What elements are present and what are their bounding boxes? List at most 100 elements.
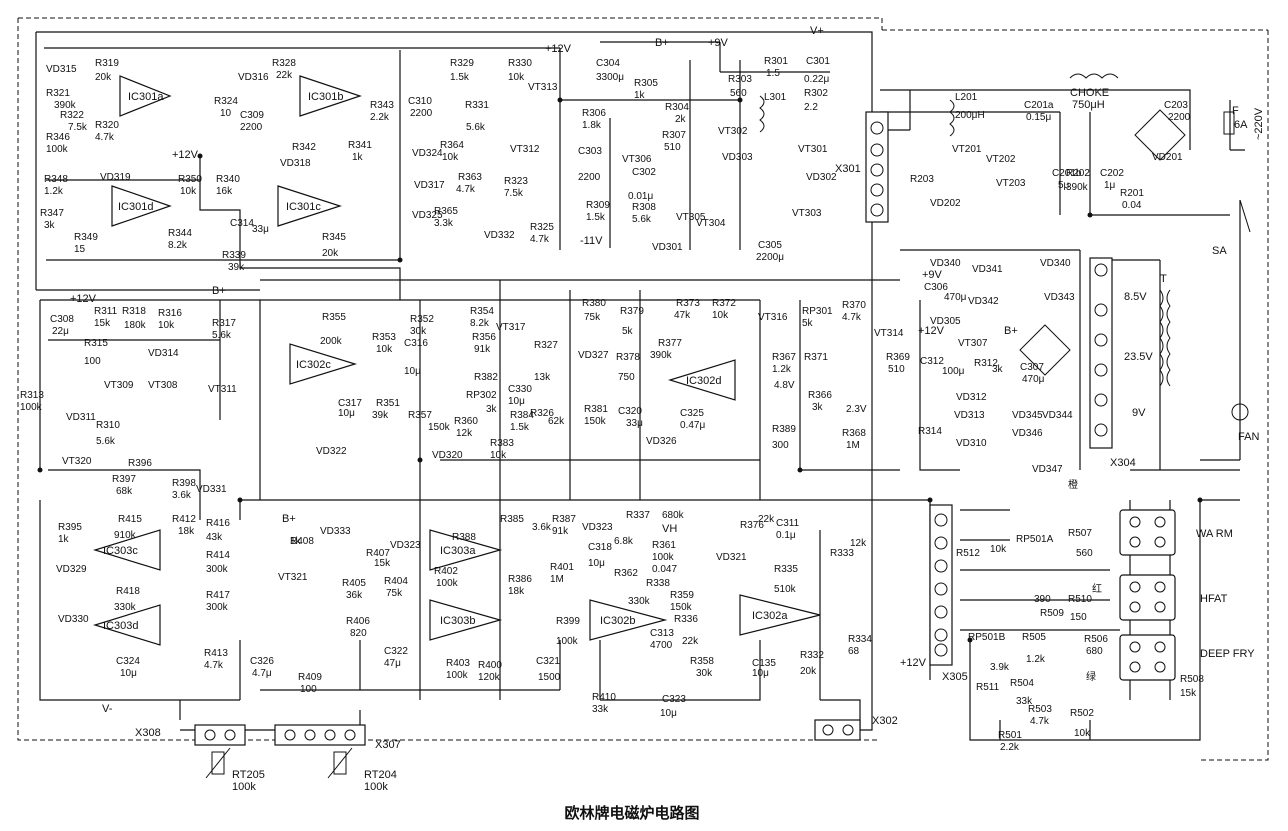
rail-vminus: V- — [102, 703, 113, 715]
component-label-r389: R389 — [772, 424, 796, 435]
component-label-r512: R512 — [956, 548, 980, 559]
component-label-r383: R383 — [490, 438, 514, 449]
component-label-r377: R377 — [658, 338, 682, 349]
component-label-vd340b: VD340 — [1040, 258, 1071, 269]
component-label-c312v: 100μ — [942, 366, 965, 377]
ic302c-label: IC302c — [296, 359, 331, 371]
component-label-r340v: 16k — [216, 186, 233, 197]
component-label-vd327: VD327 — [578, 350, 609, 361]
component-label-r371: R371 — [804, 352, 828, 363]
component-label-vd316: VD316 — [238, 72, 269, 83]
component-label-vd332: VD332 — [484, 230, 515, 241]
component-label-r358v: 30k — [696, 668, 713, 679]
component-label-r504v: 33k — [1016, 696, 1033, 707]
component-label-r350v: 10k — [180, 186, 197, 197]
component-label-r202: R202 — [1066, 168, 1090, 179]
component-label-c313v: 4700 — [650, 640, 673, 651]
led-red: 红 — [1092, 582, 1102, 595]
component-label-c320v: 33μ — [626, 418, 643, 429]
component-label-c320: C320 — [618, 406, 642, 417]
component-label-r338: R338 — [646, 578, 670, 589]
component-label-r388: R388 — [452, 532, 476, 543]
component-label-r312: R312 — [974, 358, 998, 369]
component-label-c318v: 10μ — [588, 558, 605, 569]
rt205-value: 100k — [232, 781, 256, 793]
component-label-c301: C301 — [806, 56, 830, 67]
component-label-r417v: 300k — [206, 602, 229, 613]
component-label-r313v: 100k — [20, 402, 43, 413]
component-label-l301: L301 — [764, 92, 787, 103]
component-label-c308: C308 — [50, 314, 74, 325]
component-label-r349: R349 — [74, 232, 98, 243]
component-label-rp302v: 3k — [486, 404, 498, 415]
component-label-r404v: 75k — [386, 588, 403, 599]
component-label-r347v: 3k — [44, 220, 56, 231]
component-label-r502v: 10k — [1074, 728, 1091, 739]
component-label-r352v: 30k — [410, 326, 427, 337]
component-label-r507: R507 — [1068, 528, 1092, 539]
connector-x307: X307 — [375, 739, 401, 751]
component-label-r323v: 7.5k — [504, 188, 524, 199]
component-label-r412v: 18k — [178, 526, 195, 537]
component-label-c318: C318 — [588, 542, 612, 553]
component-label-c317v: 10μ — [338, 408, 355, 419]
component-label-vd317: VD317 — [414, 180, 445, 191]
component-label-r305v: 1k — [634, 90, 646, 101]
component-label-r354v: 8.2k — [470, 318, 490, 329]
component-label-r509v: 390 — [1034, 594, 1051, 605]
component-label-l201: L201 — [955, 92, 978, 103]
connector-x304: X304 — [1110, 457, 1136, 469]
component-label-vt320: VT320 — [62, 456, 92, 467]
transformer-label: T — [1160, 273, 1167, 285]
component-label-r405v: 36k — [346, 590, 363, 601]
fuse-rating: 6A — [1234, 119, 1248, 131]
component-label-r381: R381 — [584, 404, 608, 415]
component-label-r348v: 1.2k — [44, 186, 64, 197]
component-label-r404: R404 — [384, 576, 408, 587]
component-label-r403v: 100k — [446, 670, 469, 681]
component-label-vd347: VD347 — [1032, 464, 1063, 475]
component-label-r410: R410 — [592, 692, 616, 703]
component-label-r505v: 1.2k — [1026, 654, 1046, 665]
rail-m11v: -11V — [580, 235, 603, 247]
ic301b-label: IC301b — [308, 91, 343, 103]
component-label-c361v: 0.047 — [652, 564, 677, 575]
component-label-r329: R329 — [450, 58, 474, 69]
component-label-c311: C311 — [776, 518, 800, 529]
component-label-r418: R418 — [116, 586, 140, 597]
component-label-r313: R313 — [20, 390, 44, 401]
component-label-r506v: 680 — [1086, 646, 1103, 657]
component-label-r332v: 20k — [800, 666, 817, 677]
component-label-r316v: 10k — [158, 320, 175, 331]
component-label-c307v: 470μ — [1022, 374, 1045, 385]
component-label-r319v: 20k — [95, 72, 112, 83]
component-label-c202: C202 — [1100, 168, 1124, 179]
component-label-c317: C317 — [338, 398, 362, 409]
component-label-vt321: VT321 — [278, 572, 308, 583]
component-label-r401: R401 — [550, 562, 574, 573]
component-label-vt311: VT311 — [208, 384, 237, 395]
component-label-r409v: 100 — [300, 684, 317, 695]
component-label-r310: R310 — [96, 420, 120, 431]
component-label-vd333: VD333 — [320, 526, 351, 537]
component-label-r303v: 560 — [730, 88, 747, 99]
component-label-v39k: 3.9k — [990, 662, 1010, 673]
component-label-vd326: VD326 — [646, 436, 677, 447]
component-label-r367: R367 — [772, 352, 796, 363]
component-label-r397: R397 — [112, 474, 136, 485]
component-label-vt316: VT316 — [758, 312, 788, 323]
component-label-r361: R361 — [652, 540, 676, 551]
component-label-vd342: VD342 — [968, 296, 999, 307]
component-label-vd315: VD315 — [46, 64, 77, 75]
component-label-c305: C305 — [758, 240, 782, 251]
component-label-c303: C303 — [578, 146, 602, 157]
component-label-r334v: 68 — [848, 646, 860, 657]
component-label-r317v: 5.6k — [212, 330, 232, 341]
component-label-c203: C203 — [1164, 100, 1188, 111]
component-label-r327: R327 — [534, 340, 558, 351]
component-label-r414v: 300k — [206, 564, 229, 575]
component-label-r398v: 3.6k — [172, 490, 192, 501]
component-label-c201a: C201a — [1024, 100, 1054, 111]
component-label-vd301: VD301 — [652, 242, 683, 253]
component-label-vd345: VD345 — [1012, 410, 1043, 421]
